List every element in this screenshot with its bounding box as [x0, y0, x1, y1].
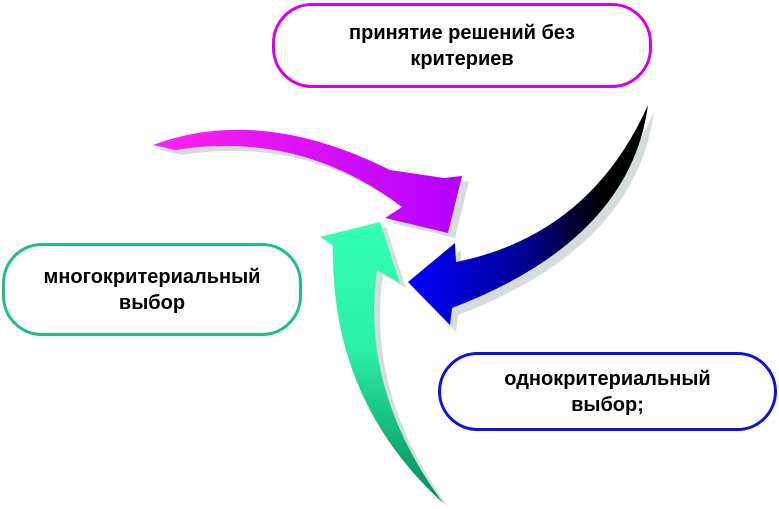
node-no-criteria: принятие решений без критериев — [272, 3, 652, 88]
node-no-criteria-label: принятие решений без критериев — [349, 21, 575, 70]
blue-black-arrow — [408, 105, 648, 325]
green-arrow — [320, 222, 443, 503]
node-single-criterion: однокритериальный выбор; — [438, 352, 777, 431]
node-multi-criteria: многокритериальный выбор — [2, 243, 302, 336]
node-single-criterion-label: однокритериальный выбор; — [504, 367, 711, 416]
magenta-arrow — [153, 129, 462, 233]
node-multi-criteria-label: многокритериальный выбор — [43, 265, 261, 314]
